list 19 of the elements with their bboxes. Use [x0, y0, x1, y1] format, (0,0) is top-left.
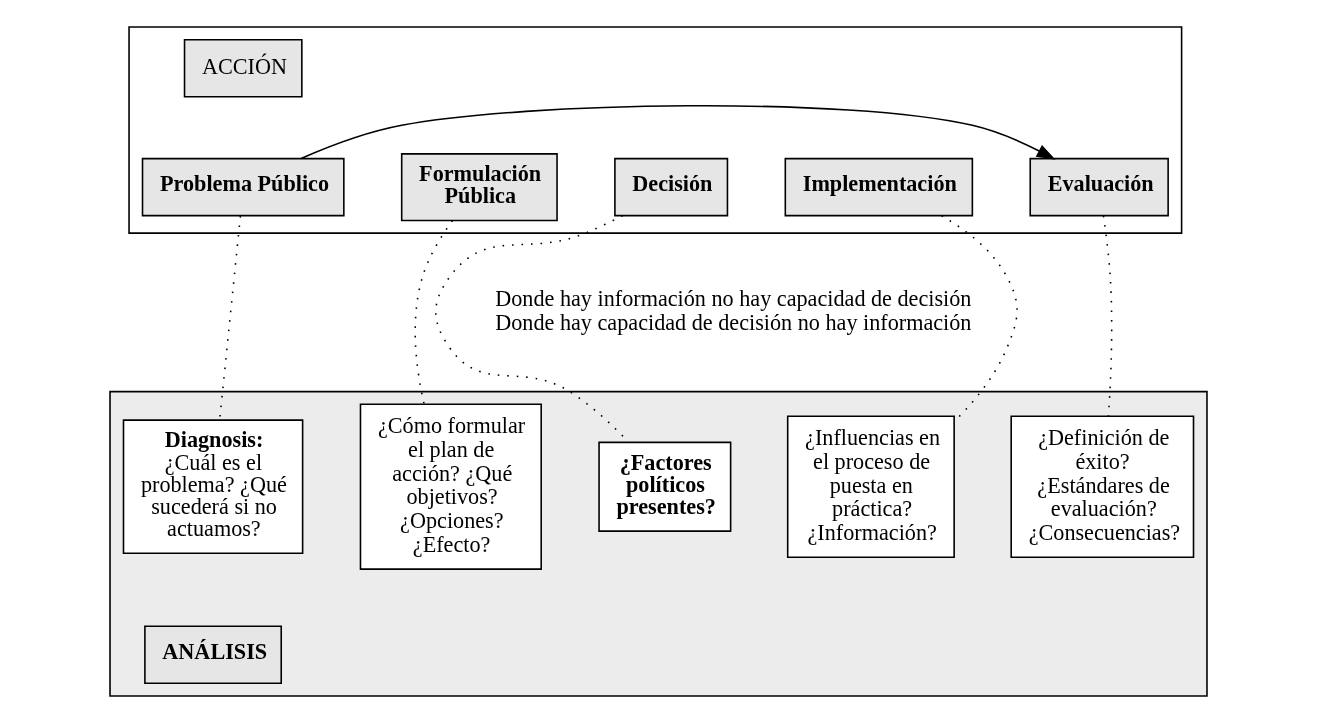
node-box: Evaluación: [1029, 157, 1169, 217]
label: Donde hay información no hay capacidad de decisión: [495, 286, 972, 312]
cluster: [109, 390, 1208, 697]
cluster: [128, 26, 1183, 234]
label: Donde hay capacidad de decisión no hay información: [495, 310, 972, 336]
arrow: [300, 105, 1056, 160]
node-box: ¿Definición de éxito? ¿Estándares de evaluación? ¿Consecuencias?: [1010, 415, 1195, 559]
node-box: Formulación Pública: [400, 153, 558, 222]
node-box: ACCIÓN: [183, 38, 303, 98]
node-box: ¿Cómo formular el plan de acción? ¿Qué objetivos? ¿Opciones? ¿Efecto?: [359, 403, 542, 570]
node-box: Decisión: [614, 157, 729, 217]
connector: [414, 219, 454, 405]
node-box: Diagnosis: ¿Cuál es el problema? ¿Qué sucederá si no actuamos?: [122, 419, 304, 555]
connector: [1102, 215, 1113, 417]
node-box: Problema Público: [141, 157, 345, 217]
node-box: Implementación: [784, 157, 974, 217]
node-box: ¿Factores políticos presentes?: [598, 441, 732, 532]
node-box: ¿Influencias en el proceso de puesta en práctica? ¿Información?: [786, 415, 955, 559]
node-box: ANÁLISIS: [144, 625, 282, 685]
